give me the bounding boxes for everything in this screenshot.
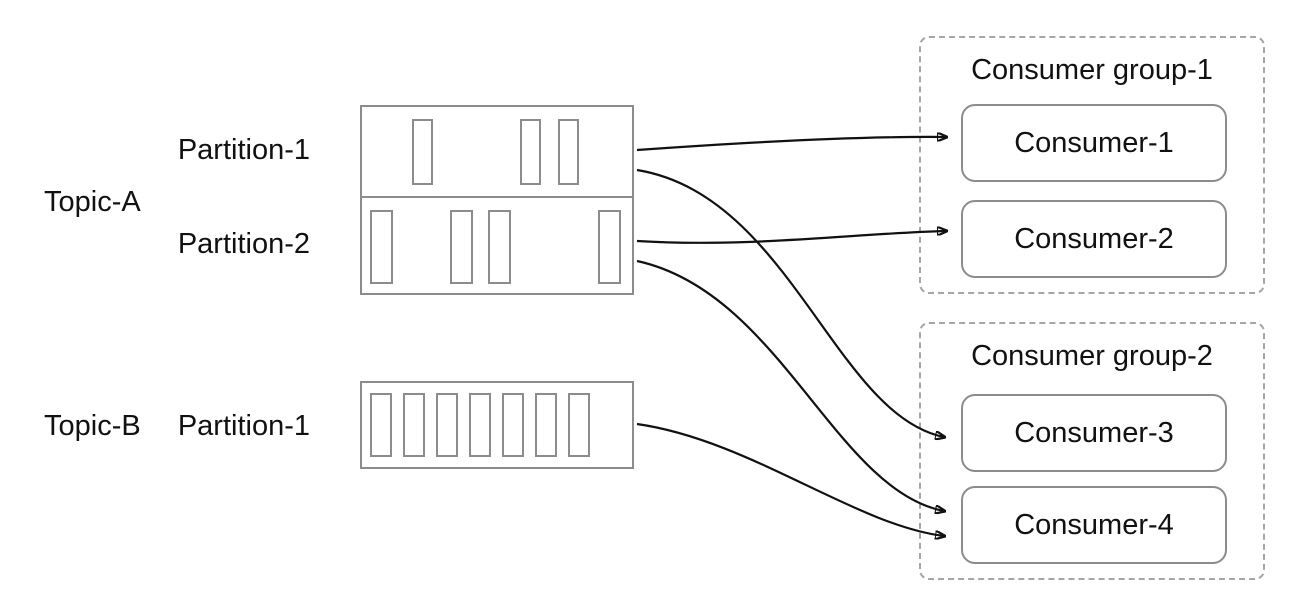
message-segment xyxy=(450,210,473,284)
message-segment xyxy=(568,393,590,457)
message-segment xyxy=(469,393,491,457)
arrow-topicA-partition1-to-consumer1 xyxy=(636,137,946,152)
message-segment xyxy=(520,119,541,185)
message-segment xyxy=(502,393,524,457)
topic-b-partition-1-label: Partition-1 xyxy=(177,410,310,442)
topic-a-partition-2-box xyxy=(360,196,634,295)
topic-a-partition-1-label: Partition-1 xyxy=(177,134,310,166)
message-segment xyxy=(488,210,511,284)
topic-a-label: Topic-A xyxy=(44,186,141,218)
message-segment xyxy=(558,119,579,185)
arrow-topicA-partition2-to-consumer4 xyxy=(636,259,944,511)
message-segment xyxy=(436,393,458,457)
message-segment xyxy=(535,393,557,457)
topic-b-partition-1-box xyxy=(360,381,634,469)
consumer-group-2: Consumer group-2 Consumer-3 Consumer-4 xyxy=(919,322,1265,580)
message-segment xyxy=(403,393,425,457)
consumer-2-box: Consumer-2 xyxy=(961,200,1227,278)
topic-b-label: Topic-B xyxy=(44,410,141,442)
consumer-1-box: Consumer-1 xyxy=(961,104,1227,182)
message-segment xyxy=(370,393,392,457)
message-segment xyxy=(370,210,393,284)
consumer-4-box: Consumer-4 xyxy=(961,486,1227,564)
message-segment xyxy=(598,210,621,284)
topic-a-partition-2-label: Partition-2 xyxy=(177,228,310,260)
message-segment xyxy=(412,119,433,185)
consumer-group-1-title: Consumer group-1 xyxy=(971,54,1213,86)
consumer-group-2-title: Consumer group-2 xyxy=(971,340,1213,372)
consumer-group-1: Consumer group-1 Consumer-1 Consumer-2 xyxy=(919,36,1265,294)
arrow-topicA-partition1-to-consumer3 xyxy=(636,168,944,437)
arrow-topicA-partition2-to-consumer2 xyxy=(636,231,946,244)
arrow-topicB-partition1-to-consumer4 xyxy=(636,422,944,536)
consumer-3-box: Consumer-3 xyxy=(961,394,1227,472)
topic-a-partition-1-box xyxy=(360,105,634,198)
